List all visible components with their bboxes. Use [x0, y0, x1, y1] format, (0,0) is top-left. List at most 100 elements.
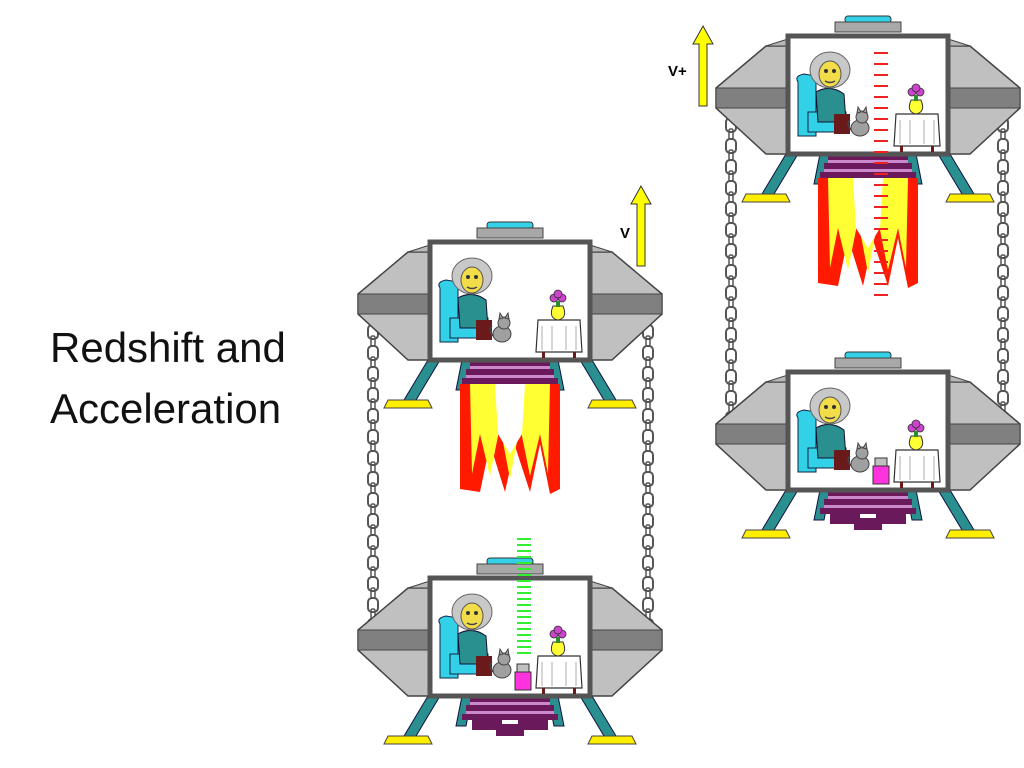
chain-link — [725, 222, 737, 245]
light-dash — [874, 107, 888, 109]
light-dash — [517, 628, 531, 630]
light-dash — [517, 634, 531, 636]
chain-link — [725, 348, 737, 371]
velocity-label-v: V — [620, 225, 630, 242]
chain-link — [725, 369, 737, 392]
chain-link — [642, 513, 654, 536]
chain-link — [367, 492, 379, 515]
chain-link — [367, 387, 379, 410]
redshift-light-dashes — [874, 52, 888, 296]
light-dash — [874, 118, 888, 120]
light-dash — [517, 562, 531, 564]
chain-link — [997, 285, 1009, 308]
light-dash — [874, 184, 888, 186]
chain-link — [367, 345, 379, 368]
light-dash — [517, 604, 531, 606]
light-dash — [517, 616, 531, 618]
chain-link — [725, 138, 737, 161]
velocity-arrow-v-plus — [692, 25, 714, 107]
chain-link — [997, 264, 1009, 287]
light-dash — [874, 173, 888, 175]
light-dash — [874, 195, 888, 197]
light-dash — [874, 74, 888, 76]
chain-link — [725, 327, 737, 350]
light-dash — [517, 550, 531, 552]
light-dash — [874, 272, 888, 274]
chain-link — [642, 555, 654, 578]
light-dash — [874, 52, 888, 54]
rocket-flame-icon — [460, 384, 560, 494]
chain-link — [997, 327, 1009, 350]
light-emitter-icon-right — [872, 457, 890, 485]
chain-link — [725, 201, 737, 224]
chain-link — [725, 264, 737, 287]
chain-link — [997, 180, 1009, 203]
chain-link — [725, 306, 737, 329]
light-dash — [874, 228, 888, 230]
light-dash — [874, 129, 888, 131]
light-dash — [874, 250, 888, 252]
chain-link — [997, 159, 1009, 182]
light-dash — [874, 239, 888, 241]
lower-elevator-right — [716, 352, 1020, 538]
light-dash — [874, 261, 888, 263]
chain-link — [642, 450, 654, 473]
light-dash — [517, 622, 531, 624]
light-dash — [517, 586, 531, 588]
light-dash — [874, 63, 888, 65]
upper-elevator-left — [358, 222, 662, 408]
light-emitter-icon — [514, 663, 532, 691]
rocket-flame-icon-right — [818, 178, 918, 288]
light-dash — [517, 610, 531, 612]
lower-elevator-left — [358, 558, 662, 744]
light-dash — [517, 538, 531, 540]
chain-link — [997, 222, 1009, 245]
light-dash — [517, 574, 531, 576]
light-dash — [874, 206, 888, 208]
chain-link — [367, 513, 379, 536]
chain-link — [367, 408, 379, 431]
chain-link — [642, 387, 654, 410]
chain-link — [642, 576, 654, 599]
chain-link — [642, 492, 654, 515]
chain-link — [997, 243, 1009, 266]
chain-link — [725, 243, 737, 266]
chain-link — [367, 450, 379, 473]
light-dash — [517, 640, 531, 642]
slide-title-line-1: Redshift and — [50, 324, 286, 371]
blueshift-light-dashes — [517, 538, 531, 654]
light-dash — [874, 162, 888, 164]
chain-link — [725, 180, 737, 203]
chain-link — [997, 369, 1009, 392]
light-dash — [517, 598, 531, 600]
chain-link — [367, 366, 379, 389]
light-dash — [517, 592, 531, 594]
light-dash — [874, 85, 888, 87]
chain-link — [367, 576, 379, 599]
velocity-arrow-v — [630, 185, 652, 267]
chain-link — [367, 429, 379, 452]
light-dash — [874, 217, 888, 219]
chain-link — [725, 285, 737, 308]
chain-link — [642, 366, 654, 389]
chain-link — [997, 138, 1009, 161]
light-dash — [517, 646, 531, 648]
light-dash — [874, 151, 888, 153]
chain-link — [367, 555, 379, 578]
chain-link — [642, 429, 654, 452]
chain-link — [642, 345, 654, 368]
light-dash — [874, 294, 888, 296]
velocity-label-v-plus: V+ — [668, 63, 687, 80]
chain-link — [367, 471, 379, 494]
chain-link — [725, 159, 737, 182]
light-dash — [517, 544, 531, 546]
chain-link — [642, 534, 654, 557]
light-dash — [517, 568, 531, 570]
light-dash — [517, 556, 531, 558]
light-dash — [874, 283, 888, 285]
slide-title-line-2: Acceleration — [50, 385, 282, 432]
chain-link — [642, 471, 654, 494]
chain-link — [642, 408, 654, 431]
